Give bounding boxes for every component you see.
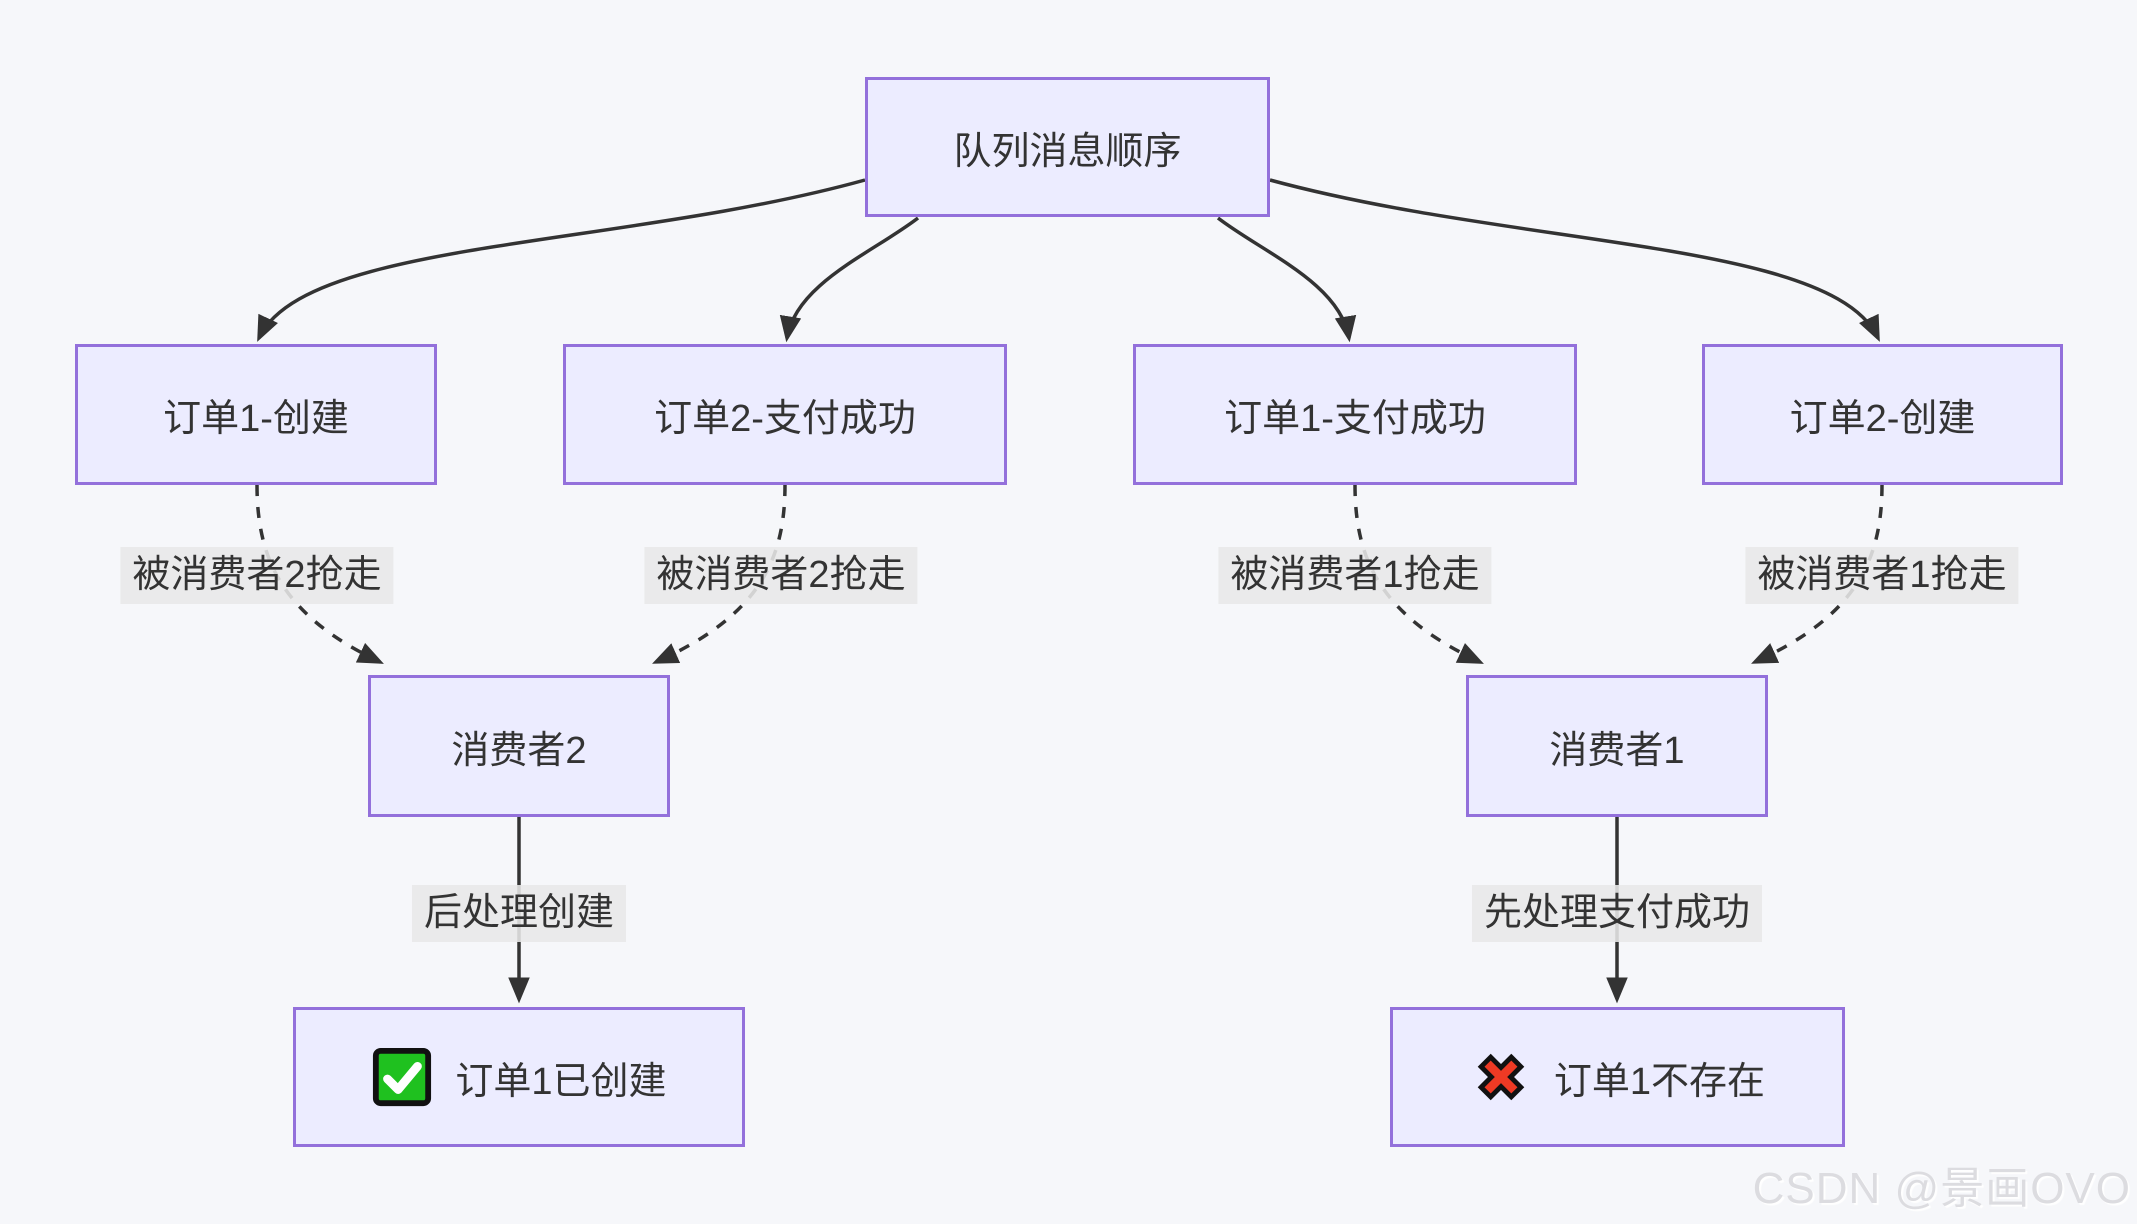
node-order2-create: 订单2-创建 — [1702, 344, 2063, 485]
node-order1-create: 订单1-创建 — [75, 344, 437, 485]
edge-order1-create-to-consumer2 — [255, 484, 384, 664]
node-result-order1-not-exist: 订单1不存在 — [1390, 1007, 1845, 1147]
edge-root-to-order1-create — [257, 178, 866, 342]
result-created-label: 订单1已创建 — [455, 1060, 667, 1103]
node-queue-message-order: 队列消息顺序 — [865, 77, 1270, 217]
node-result-order1-created: 订单1已创建 — [293, 1007, 745, 1147]
edge-root-to-order1-pay — [1216, 216, 1357, 343]
edge-root-to-order2-pay — [779, 216, 920, 343]
edge-label-grabbed-by-consumer1: 被消费者1抢走 — [1218, 547, 1492, 605]
node-consumer1: 消费者1 — [1466, 675, 1768, 817]
edge-root-to-order2-create — [1269, 178, 1880, 342]
cross-mark-icon — [1477, 1053, 1525, 1101]
edge-order1-pay-to-consumer1 — [1353, 484, 1484, 664]
node-consumer2: 消费者2 — [368, 675, 670, 817]
node-order2-pay-success: 订单2-支付成功 — [563, 344, 1007, 485]
edge-order2-pay-to-consumer2 — [652, 484, 787, 664]
edge-label-process-create-later: 后处理创建 — [411, 885, 627, 943]
result-not-exist-label: 订单1不存在 — [1553, 1060, 1766, 1103]
watermark: CSDN @景画OVO — [1752, 1164, 2131, 1213]
edge-label-grabbed-by-consumer2: 被消费者2抢走 — [644, 547, 918, 605]
edge-order2-create-to-consumer1 — [1751, 484, 1884, 664]
edge-label-process-pay-first: 先处理支付成功 — [1471, 885, 1763, 943]
node-order1-pay-success: 订单1-支付成功 — [1133, 344, 1577, 485]
edge-label-grabbed-by-consumer2: 被消费者2抢走 — [120, 547, 394, 605]
check-mark-button-icon — [373, 1047, 432, 1107]
edge-label-grabbed-by-consumer1: 被消费者1抢走 — [1745, 547, 2019, 605]
